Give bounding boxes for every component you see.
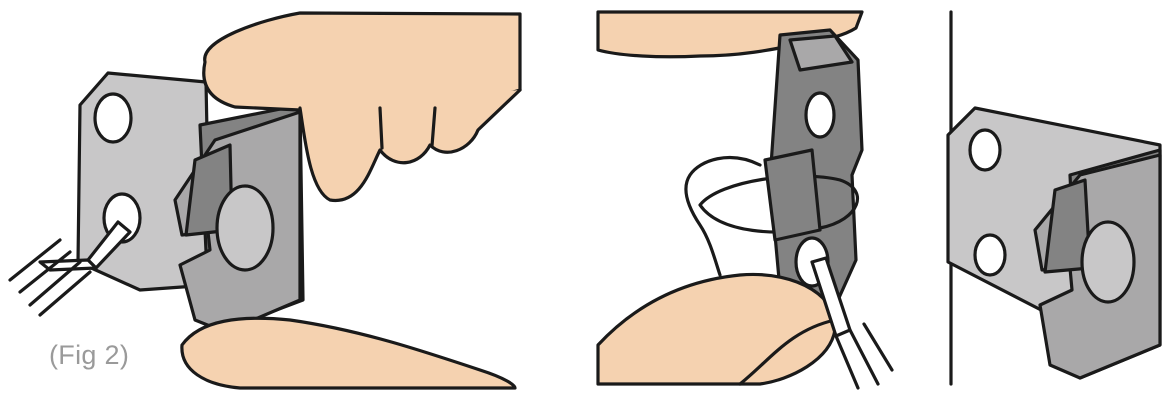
hasp-strip-highlight xyxy=(790,36,852,70)
hasp-hinge xyxy=(765,150,820,240)
screw-hole-top xyxy=(95,94,131,142)
finger-crease xyxy=(380,108,382,148)
screw-hole-bottom xyxy=(975,235,1005,275)
figure-caption: (Fig 2) xyxy=(49,340,129,371)
panel-3 xyxy=(948,12,1160,384)
screwdriver-stripe xyxy=(20,252,70,292)
staple-hole xyxy=(217,186,273,270)
panel-2 xyxy=(598,12,892,388)
staple-hole xyxy=(1082,222,1134,302)
screw-hole-top xyxy=(970,130,1000,170)
hand-knuckles xyxy=(300,90,520,200)
screwdriver-stripe xyxy=(836,336,858,388)
hand-bottom xyxy=(598,274,835,384)
screw-hole-top xyxy=(806,93,834,137)
screwdriver-stripe xyxy=(40,272,90,315)
staple-loop xyxy=(686,158,760,275)
staple-loop-outline xyxy=(686,158,760,275)
panel-1 xyxy=(10,13,520,388)
hand-bottom-thumb xyxy=(182,318,515,388)
